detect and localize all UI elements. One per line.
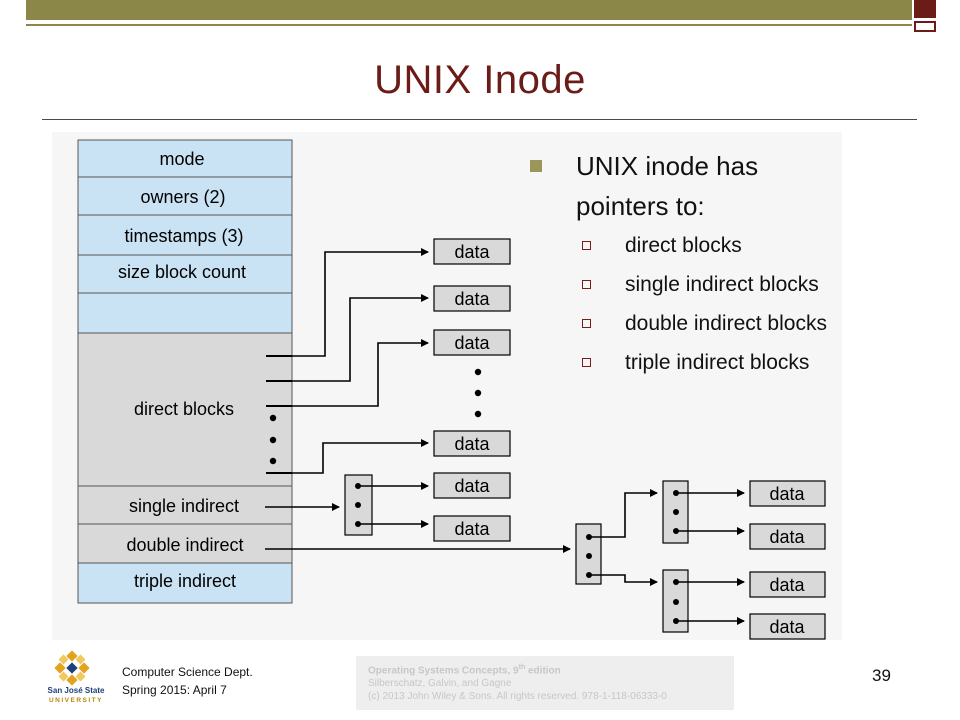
svg-text:data: data (769, 575, 805, 595)
direct-pointer-stubs (266, 355, 292, 474)
data-blocks: data data data data data data data data (433, 238, 826, 640)
direct-pointer-dots (269, 414, 277, 465)
inode-cell-single-indirect (77, 485, 293, 525)
data-block: data (749, 613, 826, 640)
footer-authors: Silberschatz, Galvin, and Gagne (368, 678, 512, 690)
inode-label-timestamps: timestamps (3) (124, 226, 243, 246)
svg-text:data: data (769, 617, 805, 637)
footer-department: Computer Science Dept. Spring 2015: Apri… (122, 663, 253, 699)
inode-cell-blank (77, 292, 293, 334)
inode-cell-direct (77, 332, 293, 487)
university-logo-icon (54, 650, 90, 686)
svg-text:data: data (454, 476, 490, 496)
svg-text:data: data (454, 333, 490, 353)
footer-dept-line2: Spring 2015: April 7 (122, 683, 227, 697)
footer-copyright-box: Operating Systems Concepts, 9th edition … (356, 656, 734, 710)
inode-label-mode: mode (159, 149, 204, 169)
svg-text:data: data (769, 527, 805, 547)
corner-decor-outline (914, 21, 936, 32)
hollow-square-bullet-icon (582, 319, 591, 328)
data-block: data (433, 430, 511, 457)
top-decor-line (26, 24, 912, 26)
sub-bullet: direct blocks (530, 226, 930, 265)
square-bullet-icon (530, 160, 542, 172)
hollow-square-bullet-icon (582, 358, 591, 367)
sub-bullet: double indirect blocks (530, 304, 930, 343)
second-level-arrows (676, 489, 745, 625)
inode-label-double: double indirect (126, 535, 243, 555)
sub-bullet-text: double indirect blocks (625, 312, 827, 335)
inode-cell-double-indirect (77, 523, 293, 564)
title-divider (42, 119, 917, 120)
data-block: data (433, 329, 511, 356)
inode-label-direct: direct blocks (134, 399, 234, 419)
single-indirect-arrows (358, 482, 429, 528)
sub-bullet: single indirect blocks (530, 265, 930, 304)
inode-label-triple: triple indirect (134, 571, 236, 591)
svg-text:data: data (454, 434, 490, 454)
footer-dept-line1: Computer Science Dept. (122, 665, 253, 679)
footer-copyright: (c) 2013 John Wiley & Sons. All rights r… (368, 691, 667, 703)
data-block: data (749, 571, 826, 598)
bullet-list: UNIX inode has pointers to: direct block… (530, 146, 930, 382)
direct-arrows (292, 248, 429, 474)
university-name: San José State (47, 686, 105, 695)
bullet-main: UNIX inode has pointers to: (530, 146, 856, 226)
inode-cell-mode (77, 139, 293, 178)
slide-title: UNIX Inode (374, 58, 586, 102)
university-wordmark: San José State UNIVERSITY (44, 686, 108, 706)
data-block: data (433, 238, 511, 265)
data-block: data (749, 523, 826, 550)
sub-bullet-text: single indirect blocks (625, 273, 819, 296)
data-block: data (433, 515, 511, 542)
inode-label-owners: owners (2) (140, 187, 225, 207)
data-block: data (749, 480, 826, 507)
sub-bullet-text: direct blocks (625, 234, 742, 257)
bullet-main-text: UNIX inode has pointers to: (576, 151, 759, 221)
corner-decor-square (914, 0, 936, 18)
data-block: data (433, 472, 511, 499)
inode-cell-triple-indirect (77, 562, 293, 604)
data-column-dots (474, 368, 482, 418)
sub-bullet: triple indirect blocks (530, 343, 930, 382)
page-number: 39 (872, 666, 891, 685)
svg-text:data: data (454, 519, 490, 539)
hollow-square-bullet-icon (582, 280, 591, 289)
university-subname: UNIVERSITY (48, 697, 103, 704)
svg-text:data: data (454, 289, 490, 309)
footer-book-title: Operating Systems Concepts, 9th edition (368, 664, 561, 677)
inode-structure: mode owners (2) timestamps (3) size bloc… (77, 139, 293, 604)
data-block: data (433, 285, 511, 312)
inode-label-size: size block count (118, 262, 246, 282)
svg-text:data: data (454, 242, 490, 262)
hollow-square-bullet-icon (582, 241, 591, 250)
double-indirect-arrows (589, 489, 658, 586)
inode-label-single: single indirect (129, 496, 239, 516)
sub-bullet-text: triple indirect blocks (625, 351, 810, 374)
top-decor-bar (26, 0, 912, 20)
svg-text:data: data (769, 484, 805, 504)
